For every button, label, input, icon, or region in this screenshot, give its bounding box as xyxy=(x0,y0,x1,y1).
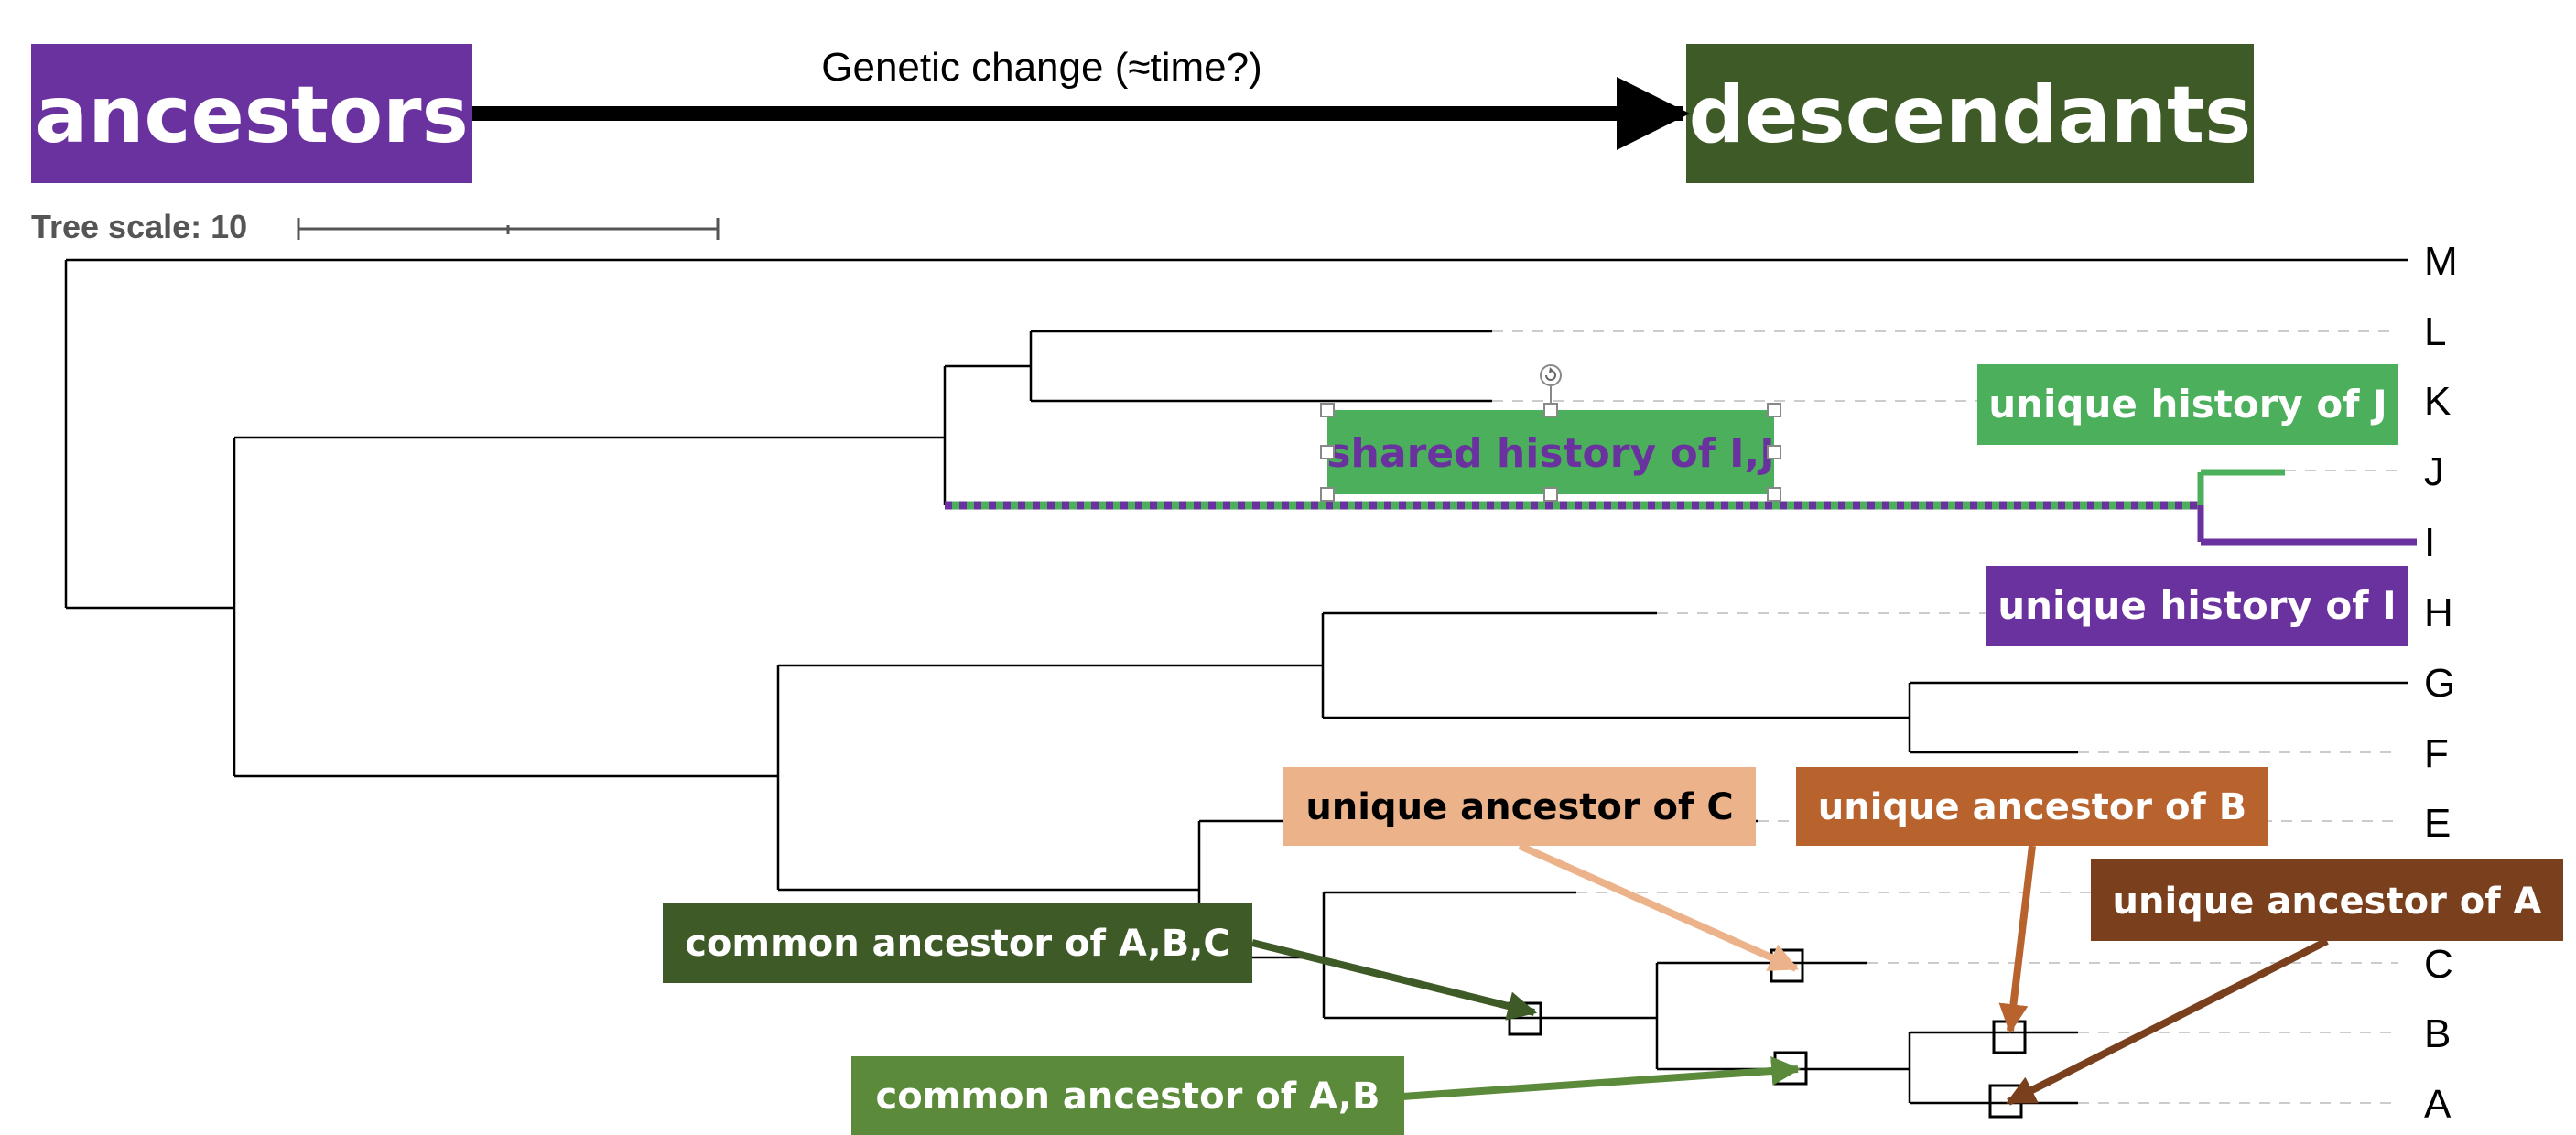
arrow-common-ancestor-abc xyxy=(1251,939,1538,1021)
descendants-label: descendants xyxy=(1689,70,2252,161)
leaf-labels: M L K J I H G F E C B A xyxy=(2424,239,2458,1127)
leaf-label-l: L xyxy=(2424,309,2446,354)
ancestors-label: ancestors xyxy=(35,70,469,161)
leaf-label-h: H xyxy=(2424,590,2453,635)
leaf-label-a: A xyxy=(2424,1082,2452,1127)
selection-handle-ml[interactable] xyxy=(1320,445,1335,459)
tree-scale: Tree scale: 10 xyxy=(31,208,720,245)
unique-history-i-label: unique history of I xyxy=(1997,583,2397,628)
shared-history-branch xyxy=(945,469,2417,546)
tree-scale-label: Tree scale: 10 xyxy=(31,208,247,245)
unique-ancestor-c-box xyxy=(1283,767,1756,846)
selection-handle-bl[interactable] xyxy=(1320,487,1335,502)
unique-ancestor-a-label: unique ancestor of A xyxy=(2113,881,2542,923)
leaf-label-c: C xyxy=(2424,942,2453,987)
common-ancestor-ab-box xyxy=(851,1056,1404,1135)
unique-history-j-label: unique history of J xyxy=(1988,382,2387,427)
leaf-label-i: I xyxy=(2424,520,2435,565)
selection-handle-mr[interactable] xyxy=(1767,445,1781,459)
leaf-label-k: K xyxy=(2424,379,2451,424)
arrow-unique-ancestor-a xyxy=(2006,937,2329,1106)
selection-handle-tm[interactable] xyxy=(1543,403,1558,417)
shared-history-box xyxy=(1327,410,1774,494)
annotation-arrows xyxy=(1251,842,2329,1106)
descendants-box xyxy=(1686,44,2254,183)
unique-ancestor-a-box xyxy=(2091,859,2563,941)
ancestors-box xyxy=(31,44,472,183)
leaf-label-b: B xyxy=(2424,1011,2451,1056)
leaf-label-j: J xyxy=(2424,449,2444,494)
selection-handle-bm[interactable] xyxy=(1543,487,1558,502)
header: ancestors descendants Genetic change (≈t… xyxy=(31,44,2254,183)
arrow-common-ancestor-ab xyxy=(1402,1056,1802,1100)
unique-ancestor-b-label: unique ancestor of B xyxy=(1818,786,2247,828)
selection-handle-br[interactable] xyxy=(1767,487,1781,502)
shared-history-label: shared history of I,J xyxy=(1326,430,1774,477)
leaf-label-g: G xyxy=(2424,661,2455,706)
leaf-label-m: M xyxy=(2424,239,2458,284)
arrow-unique-ancestor-b xyxy=(1998,845,2036,1034)
common-ancestor-abc-box xyxy=(663,903,1252,983)
leaf-label-f: F xyxy=(2424,731,2449,776)
unique-ancestor-b-box xyxy=(1796,767,2268,846)
unique-ancestor-c-label: unique ancestor of C xyxy=(1305,786,1733,828)
rotate-icon[interactable] xyxy=(1540,364,1562,386)
annotation-boxes: shared history of I,J unique history of … xyxy=(663,364,2563,1135)
common-ancestor-ab-label: common ancestor of A,B xyxy=(876,1076,1380,1118)
time-arrow-label: Genetic change (≈time?) xyxy=(821,45,1262,90)
unique-history-i-box xyxy=(1986,566,2408,646)
leaf-label-e: E xyxy=(2424,801,2451,846)
shared-history-callout[interactable]: shared history of I,J xyxy=(1320,364,1781,502)
unique-history-j-box xyxy=(1977,364,2398,445)
selection-handle-tr[interactable] xyxy=(1767,403,1781,417)
selection-handle-tl[interactable] xyxy=(1320,403,1335,417)
common-ancestor-abc-label: common ancestor of A,B,C xyxy=(685,923,1230,965)
arrow-unique-ancestor-c xyxy=(1518,842,1799,972)
